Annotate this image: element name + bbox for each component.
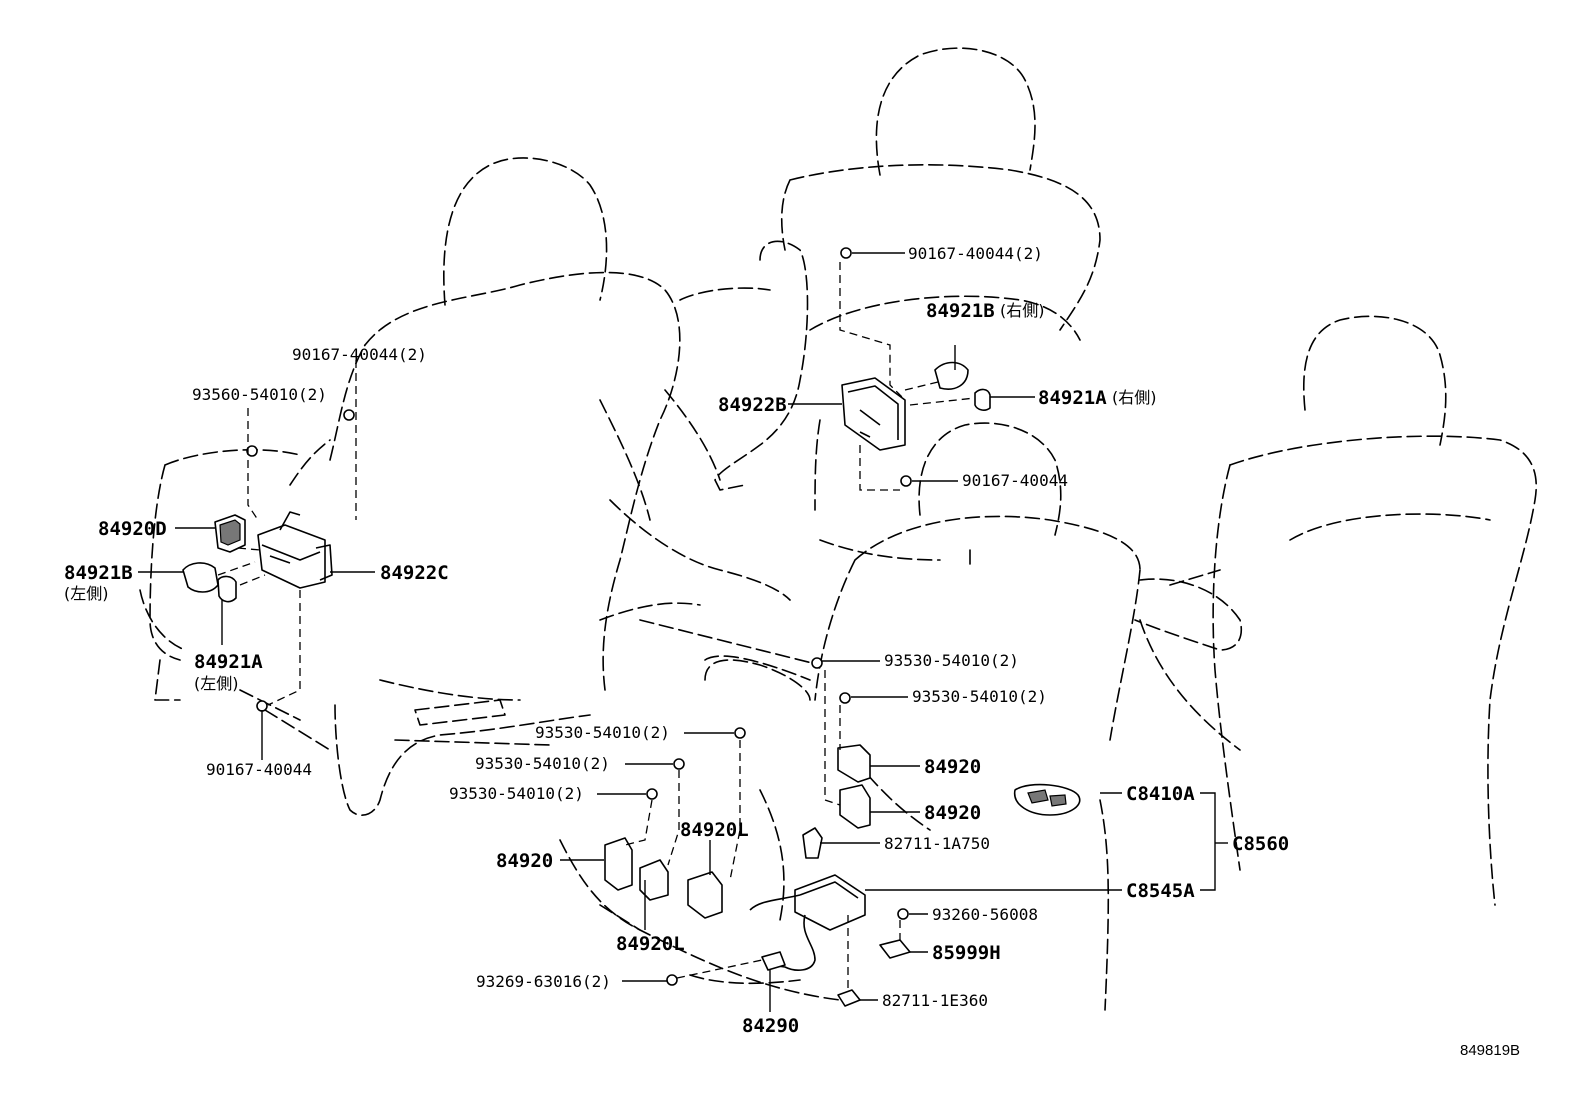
label-84920L-a: 84920L [680, 819, 749, 841]
part-84920L-b [687, 871, 723, 919]
diagram-code: 849819B [1460, 1042, 1520, 1059]
label-right-side-2: (右側) [1112, 388, 1157, 407]
left-seat-headrest [443, 157, 608, 306]
label-right-side-1: (右側) [1000, 301, 1045, 320]
left-seat-cushion [139, 449, 301, 661]
label-82711-1A750: 82711-1A750 [884, 834, 990, 853]
label-85999H: 85999H [932, 942, 1001, 964]
front-seat-headrest [918, 422, 1062, 536]
screws-middle [840, 247, 912, 487]
labels: 90167-40044(2) 93560-54010(2) 84920D 849… [64, 244, 1520, 1059]
left-seat-leg [154, 659, 331, 751]
left-seat-back-inner [289, 344, 366, 486]
label-93560-54010-2: 93560-54010(2) [192, 385, 327, 404]
label-84920L-b: 84920L [616, 933, 685, 955]
part-84290-connector [761, 951, 786, 971]
label-93260-56008: 93260-56008 [932, 905, 1038, 924]
front-seat-armrest [1134, 578, 1242, 651]
label-84921A-left: 84921A [194, 651, 263, 673]
part-82711-1A750 [802, 827, 823, 859]
label-90167-40044-mid: 90167-40044 [962, 471, 1068, 490]
part-82711-1E360 [837, 989, 861, 1007]
floor-contour-2 [559, 839, 841, 1001]
label-84922B: 84922B [718, 394, 787, 416]
right-seat-back-inner [1212, 464, 1491, 871]
label-84921B-right: 84921B [926, 300, 995, 322]
part-84922B [841, 377, 906, 451]
part-85999H [879, 939, 911, 959]
label-90167-40044-bottom: 90167-40044 [206, 760, 312, 779]
label-90167-40044-2-right: 90167-40044(2) [908, 244, 1043, 263]
left-seat-back [364, 271, 681, 691]
label-left-side-1: (左側) [64, 584, 109, 603]
right-seat-headrest [1302, 315, 1447, 446]
label-93530-54010-2-a: 93530-54010(2) [884, 651, 1019, 670]
part-84921B-right [934, 361, 969, 390]
label-C8560: C8560 [1232, 833, 1289, 855]
label-84920-c: 84920 [496, 850, 553, 872]
label-93530-54010-2-b: 93530-54010(2) [912, 687, 1047, 706]
label-84920-a: 84920 [924, 756, 981, 778]
part-84920L-a [639, 859, 669, 901]
label-84920-b: 84920 [924, 802, 981, 824]
part-84920-b [839, 784, 871, 829]
part-C8410A [1014, 783, 1081, 816]
right-seat-frame [1139, 569, 1241, 751]
part-84920-c [604, 837, 633, 891]
label-93530-54010-2-e: 93530-54010(2) [449, 784, 584, 803]
wire-harness [749, 894, 816, 971]
screws-lower [646, 657, 909, 986]
part-84921B-left [182, 562, 219, 593]
part-84920-a [837, 744, 871, 783]
label-left-side-2: (左側) [194, 674, 239, 693]
left-seat-base [334, 679, 591, 816]
part-84921A-right [974, 388, 991, 411]
middle-seat-headrest [875, 47, 1036, 176]
label-84290: 84290 [742, 1015, 799, 1037]
parts [182, 247, 1081, 1007]
left-seat-pocket [414, 699, 506, 726]
part-84921A-left [217, 575, 237, 603]
part-84922C [257, 511, 333, 589]
middle-seat-back [780, 164, 1101, 331]
floor-contour [599, 659, 811, 985]
label-93269-63016-2: 93269-63016(2) [476, 972, 611, 991]
middle-seat-back-lower [809, 295, 1081, 561]
middle-seat-frame [599, 602, 821, 681]
label-84920D: 84920D [98, 518, 167, 540]
label-84921A-right: 84921A [1038, 387, 1107, 409]
middle-seat-cushion-left [599, 287, 791, 601]
label-C8545A: C8545A [1126, 880, 1195, 902]
middle-armrest [714, 240, 809, 491]
label-93530-54010-2-c: 93530-54010(2) [535, 723, 670, 742]
leader-lines [138, 252, 1228, 1012]
label-84922C: 84922C [380, 562, 449, 584]
seat-outlines [139, 47, 1537, 1011]
label-82711-1E360: 82711-1E360 [882, 991, 988, 1010]
label-84921B-left: 84921B [64, 562, 133, 584]
front-seat-back [814, 515, 1141, 741]
label-C8410A: C8410A [1126, 783, 1195, 805]
part-C8545A [794, 874, 866, 931]
label-90167-40044-2-left: 90167-40044(2) [292, 345, 427, 364]
part-84920D [214, 514, 246, 553]
label-93530-54010-2-d: 93530-54010(2) [475, 754, 610, 773]
